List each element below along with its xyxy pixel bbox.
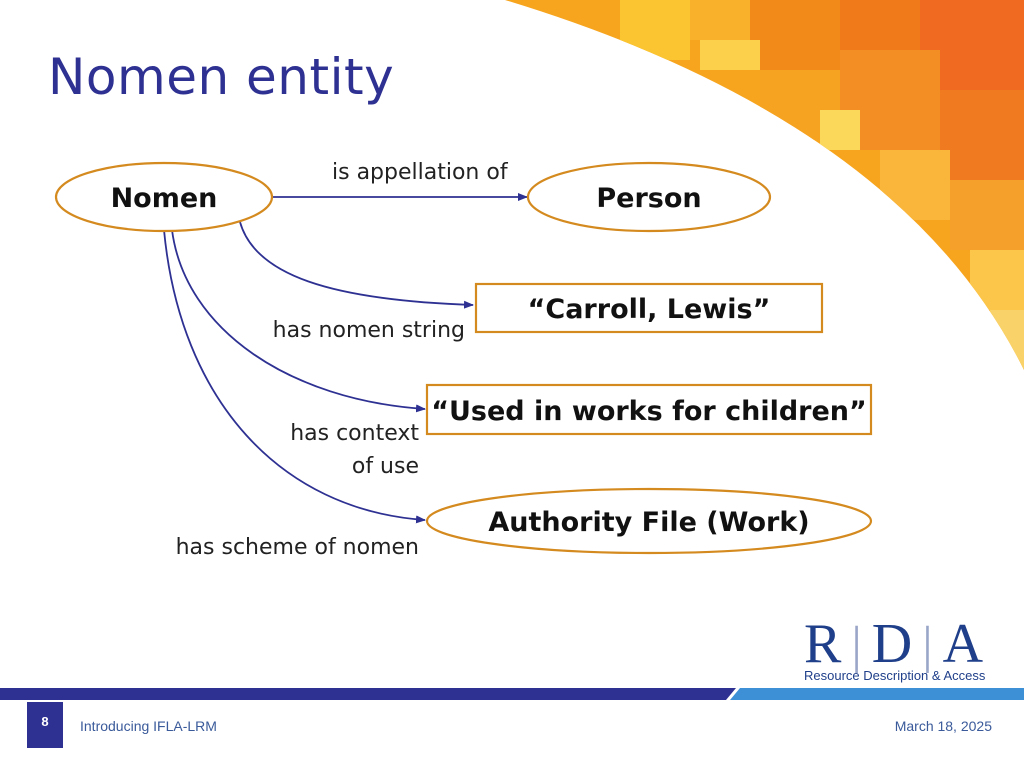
slide-title: Nomen entity: [48, 48, 395, 106]
rda-letter-d: D: [871, 613, 913, 675]
node-nomen-label: Nomen: [111, 183, 218, 214]
rda-letter-a: A: [942, 613, 984, 675]
node-nomen: Nomen: [54, 161, 274, 233]
edge-scheme: [163, 229, 426, 524]
edge-context-of-use: [171, 229, 426, 413]
rda-letter-r: R: [804, 613, 842, 675]
footer-title: Introducing IFLA-LRM: [80, 718, 217, 734]
node-context-of-use: “Used in works for children”: [425, 383, 873, 436]
logo-separator: |: [851, 617, 862, 674]
node-person: Person: [526, 161, 772, 233]
footer-bar-blue: [0, 688, 736, 700]
nomen-diagram: Nomen Person “Carroll, Lewis” “Used in w…: [54, 160, 873, 560]
rda-tagline: Resource Description & Access: [804, 668, 986, 683]
node-nomen-string-label: “Carroll, Lewis”: [528, 294, 771, 325]
footer-bar-light: [730, 688, 1024, 700]
node-context-of-use-label: “Used in works for children”: [431, 396, 867, 427]
node-scheme: Authority File (Work): [425, 487, 873, 555]
node-person-label: Person: [596, 183, 701, 214]
edge-label-nomen-string: has nomen string: [273, 318, 465, 343]
edge-label-appellation: is appellation of: [332, 160, 509, 185]
node-nomen-string: “Carroll, Lewis”: [474, 282, 824, 334]
rda-logo: R|D|A Resource Description & Access: [800, 612, 1000, 692]
footer-date: March 18, 2025: [894, 718, 992, 734]
edge-label-scheme: has scheme of nomen: [176, 535, 419, 560]
node-scheme-label: Authority File (Work): [488, 507, 809, 538]
rda-logo-letters: R|D|A: [804, 612, 983, 676]
page-number: 8: [27, 702, 63, 748]
edge-nomen-string: [239, 221, 474, 309]
edge-label-context-line1: has context: [290, 421, 419, 446]
logo-separator: |: [922, 617, 933, 674]
edge-label-context-line2: of use: [352, 454, 419, 479]
